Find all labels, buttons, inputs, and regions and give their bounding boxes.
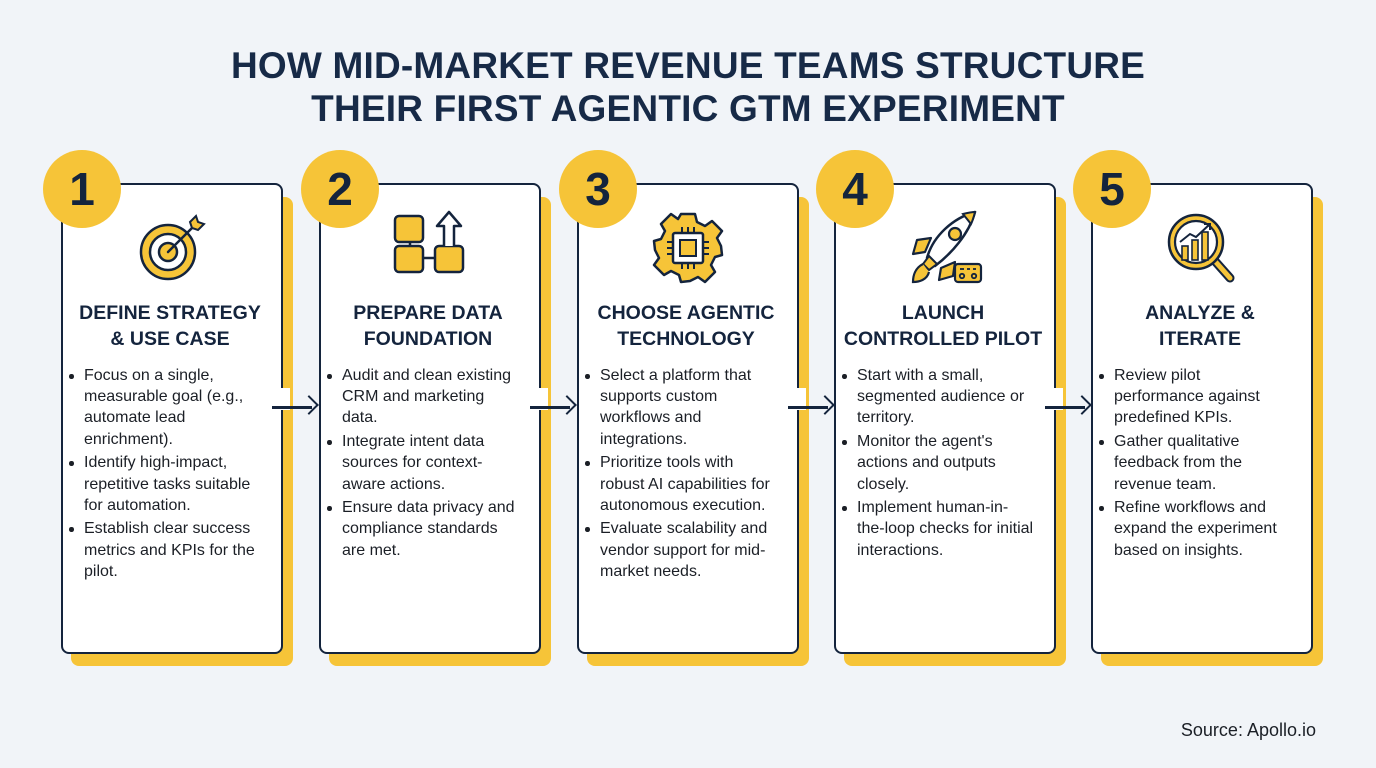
step-card [834, 183, 1056, 654]
heading-line-1: LAUNCH [901, 302, 985, 324]
bullet-list: Review pilot performance against predefi… [1099, 365, 1292, 563]
heading-line-1: CHOOSE AGENTIC [597, 302, 775, 324]
connector-line [788, 406, 828, 409]
step-number-badge: 2 [301, 150, 379, 228]
step-heading: LAUNCH CONTROLLED PILOT [841, 300, 1045, 352]
rocket-icon [903, 206, 987, 290]
bullet-item: Establish clear success metrics and KPIs… [69, 518, 262, 582]
connector-line [530, 406, 570, 409]
heading-line-2: TECHNOLOGY [617, 328, 755, 350]
bullet-item: Focus on a single, measurable goal (e.g.… [69, 365, 262, 450]
heading-line-1: ANALYZE & [1145, 302, 1255, 324]
step-heading: PREPARE DATA FOUNDATION [326, 300, 530, 352]
step-card [319, 183, 541, 654]
bullet-item: Integrate intent data sources for contex… [327, 431, 520, 495]
connector-gap [532, 388, 548, 410]
step-1: 1 DEFINE STRATEGY & USE CASE Focus on a … [40, 150, 319, 680]
step-number-badge: 5 [1073, 150, 1151, 228]
heading-line-2: FOUNDATION [363, 328, 493, 350]
bullet-item: Implement human-in-the-loop checks for i… [842, 497, 1035, 561]
bullet-item: Evaluate scalability and vendor support … [585, 518, 778, 582]
gear-chip-icon [646, 206, 730, 290]
heading-line-1: DEFINE STRATEGY [79, 302, 261, 324]
bullet-list: Focus on a single, measurable goal (e.g.… [69, 365, 262, 585]
data-flow-icon [388, 206, 472, 290]
bullet-item: Gather qualitative feedback from the rev… [1099, 431, 1292, 495]
connector-gap [790, 388, 806, 410]
bullet-item: Refine workflows and expand the experime… [1099, 497, 1292, 561]
step-heading: ANALYZE & ITERATE [1098, 300, 1302, 352]
step-4: 4 LAUNCH CONTROLLED PILOT Start with a s… [813, 150, 1092, 680]
step-2: 2 PREPARE DATA FOUNDATION Audit and clea… [298, 150, 577, 680]
heading-line-2: CONTROLLED PILOT [843, 328, 1043, 350]
target-icon [130, 206, 214, 290]
magnifier-chart-icon [1160, 206, 1244, 290]
step-heading: DEFINE STRATEGY & USE CASE [68, 300, 272, 352]
source-caption: Source: Apollo.io [1180, 720, 1316, 740]
title-line-2: THEIR FIRST AGENTIC GTM EXPERIMENT [311, 88, 1065, 129]
bullet-item: Ensure data privacy and compliance stand… [327, 497, 520, 561]
bullet-item: Monitor the agent's actions and outputs … [842, 431, 1035, 495]
step-number-badge: 3 [559, 150, 637, 228]
connector-line [272, 406, 312, 409]
bullet-item: Identify high-impact, repetitive tasks s… [69, 452, 262, 516]
connector-line [1045, 406, 1085, 409]
step-heading: CHOOSE AGENTIC TECHNOLOGY [584, 300, 788, 352]
bullet-item: Audit and clean existing CRM and marketi… [327, 365, 520, 429]
title-line-1: HOW MID-MARKET REVENUE TEAMS STRUCTURE [230, 45, 1146, 86]
heading-line-2: ITERATE [1159, 328, 1241, 350]
bullet-list: Start with a small, segmented audience o… [842, 365, 1035, 563]
bullet-list: Select a platform that supports custom w… [585, 365, 778, 585]
bullet-item: Start with a small, segmented audience o… [842, 365, 1035, 429]
step-number-badge: 4 [816, 150, 894, 228]
connector-gap [274, 388, 290, 410]
bullet-list: Audit and clean existing CRM and marketi… [327, 365, 520, 563]
heading-line-1: PREPARE DATA [353, 302, 503, 324]
connector-gap [1047, 388, 1063, 410]
page-title: HOW MID-MARKET REVENUE TEAMS STRUCTURE T… [0, 44, 1376, 130]
step-3: 3 CHOOSE AGENTIC TECHNOL [556, 150, 835, 680]
bullet-item: Review pilot performance against predefi… [1099, 365, 1292, 429]
bullet-item: Prioritize tools with robust AI capabili… [585, 452, 778, 516]
step-5: 5 ANALYZE & ITERATE Review pilot perform… [1070, 150, 1330, 680]
heading-line-2: & USE CASE [110, 328, 230, 350]
step-number-badge: 1 [43, 150, 121, 228]
bullet-item: Select a platform that supports custom w… [585, 365, 778, 450]
